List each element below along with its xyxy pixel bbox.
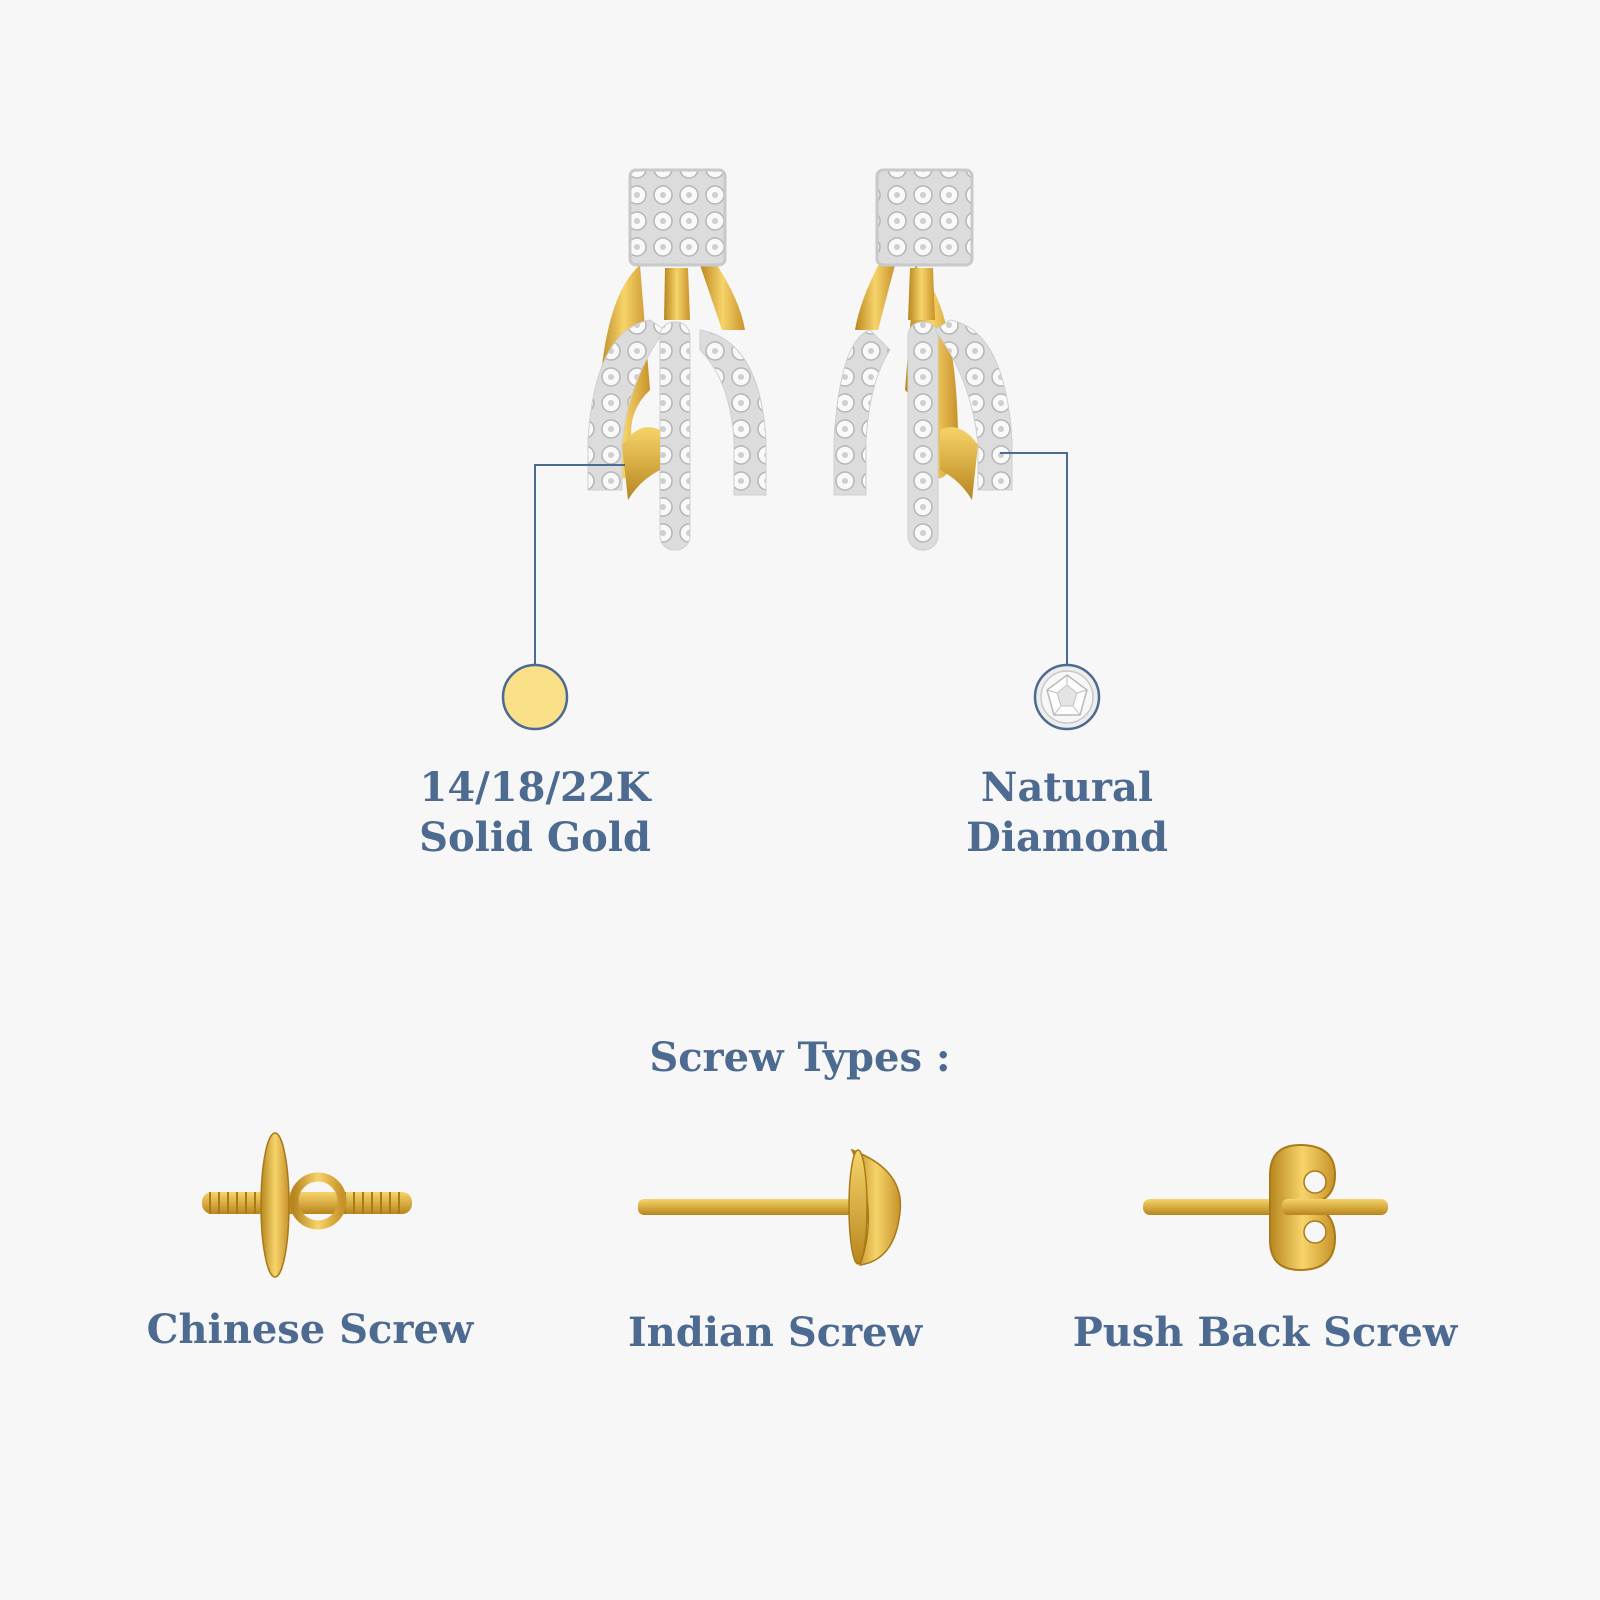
gold-swatch-icon bbox=[501, 663, 569, 731]
metal-label-line1: 14/18/22K bbox=[419, 764, 651, 811]
screw-types-title: Screw Types : bbox=[649, 1034, 951, 1081]
diamond-icon bbox=[1033, 663, 1101, 731]
stone-leader-line bbox=[1000, 452, 1068, 667]
chinese-screw-icon bbox=[202, 1132, 412, 1278]
metal-label: 14/18/22K Solid Gold bbox=[385, 763, 685, 863]
push-back-screw-icon bbox=[1143, 1143, 1388, 1272]
stone-label-line2: Diamond bbox=[966, 814, 1168, 861]
screw-label-push-back: Push Back Screw bbox=[1072, 1309, 1458, 1356]
stone-label-line1: Natural bbox=[980, 764, 1154, 811]
screw-label-indian: Indian Screw bbox=[627, 1309, 923, 1356]
stone-label: Natural Diamond bbox=[917, 763, 1217, 863]
metal-label-line2: Solid Gold bbox=[419, 814, 651, 861]
screw-label-chinese: Chinese Screw bbox=[146, 1306, 474, 1353]
leader-lines bbox=[534, 452, 1068, 667]
metal-leader-line bbox=[534, 464, 625, 665]
indian-screw-icon bbox=[638, 1148, 902, 1266]
earring-left bbox=[587, 168, 767, 551]
earring-right bbox=[833, 168, 1013, 551]
